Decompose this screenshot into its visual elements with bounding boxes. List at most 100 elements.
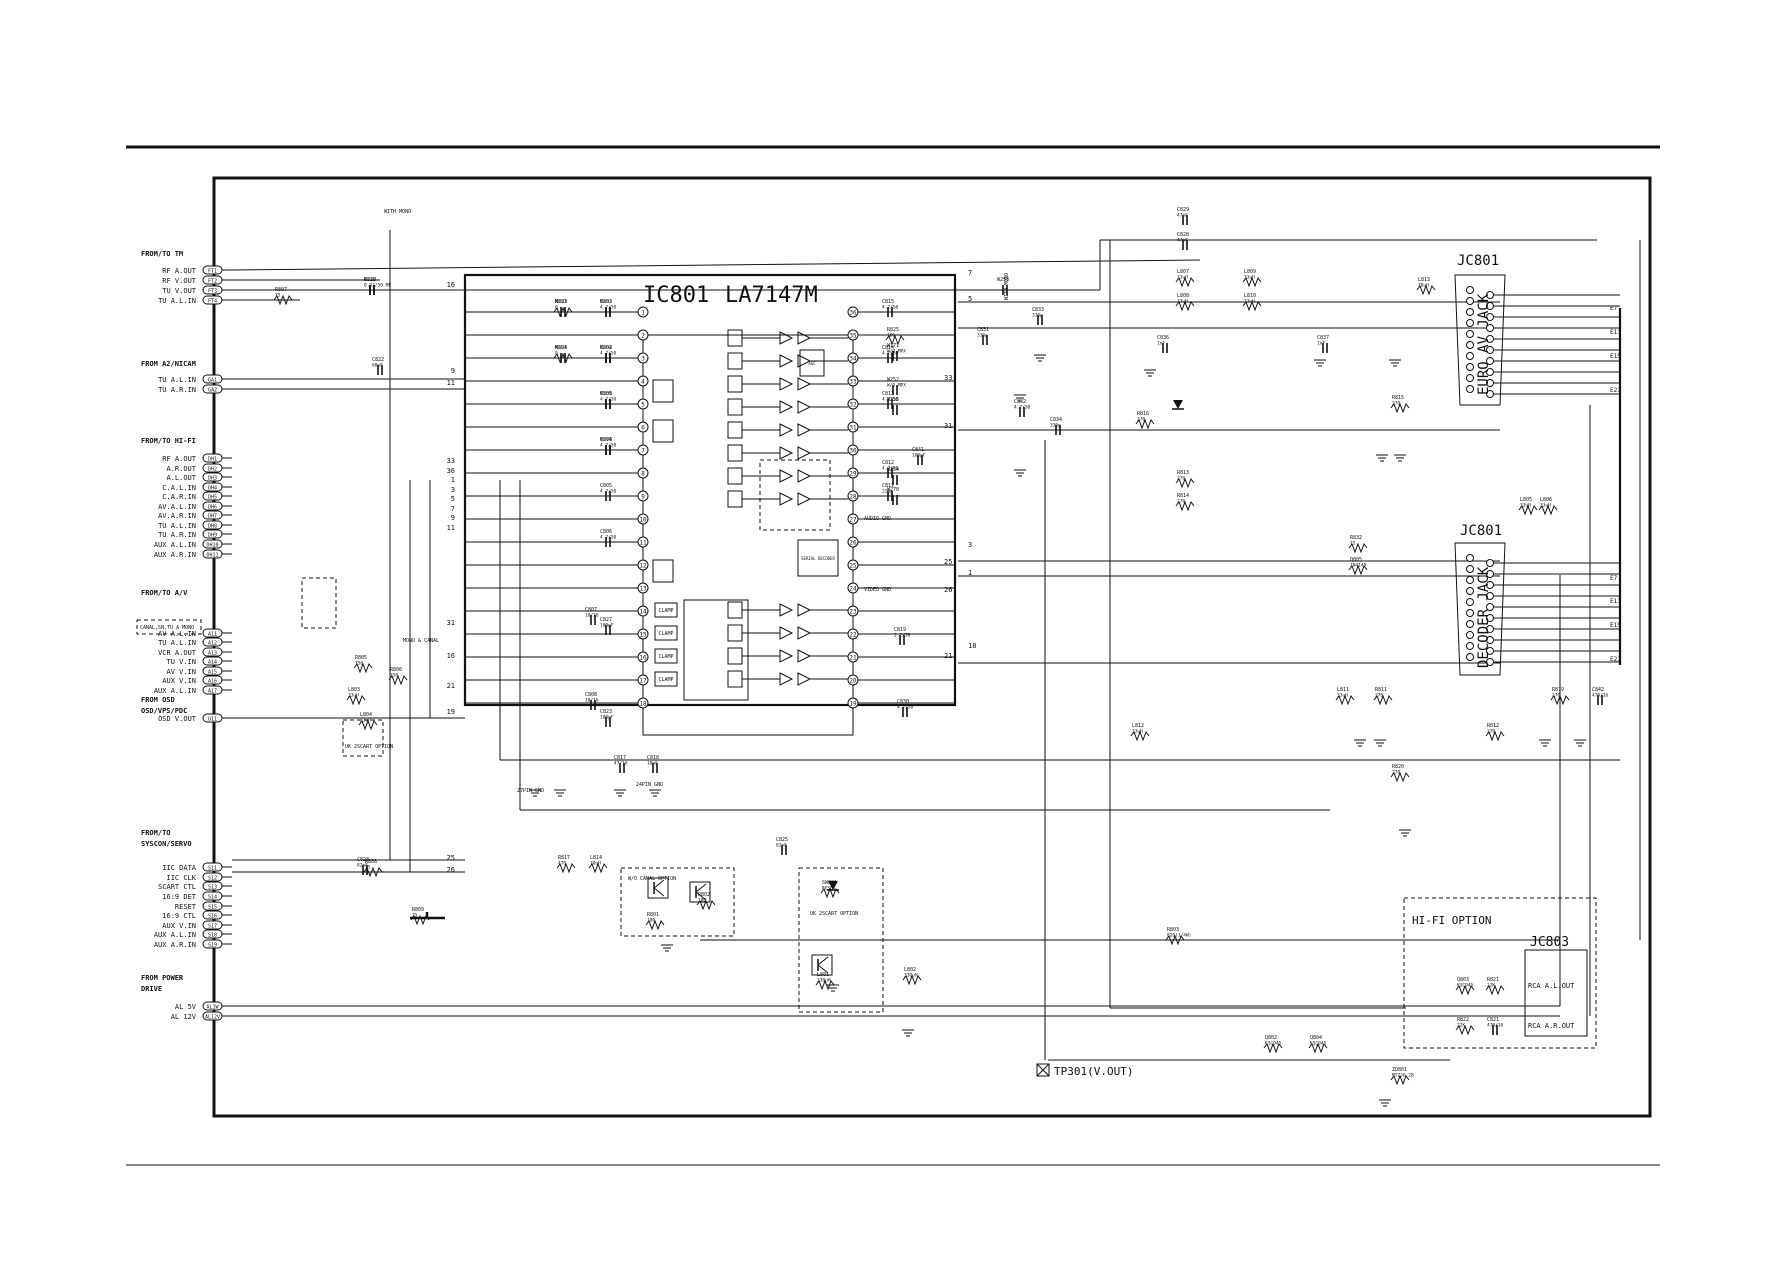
part-ref: R819	[1552, 687, 1564, 693]
part-value: 220p	[882, 489, 893, 495]
jack-pin	[1486, 357, 1494, 365]
resistor-zigzag	[1390, 402, 1410, 414]
part-ref: C841	[912, 447, 924, 453]
pin-id: DH10	[206, 543, 218, 549]
group-title: FROM A2/NICAM	[141, 360, 196, 368]
agc-block	[799, 349, 825, 377]
ic801-part: LA7147M	[725, 283, 818, 308]
pin-id: S13	[208, 885, 217, 891]
ic-pin-number: 4	[641, 379, 645, 386]
pin27-gnd-note: 27PIN GND	[517, 788, 544, 794]
ic801-core	[642, 334, 854, 736]
jack-pin	[1486, 614, 1494, 622]
part-ref: R816	[1137, 411, 1149, 417]
clamp-label: CLAMP	[658, 654, 673, 660]
ic-pin-number: 14	[639, 609, 647, 616]
part-value: 470/10	[1487, 1023, 1504, 1029]
part-value: W/O MPX	[887, 383, 906, 389]
tp301-label: TP301(V.OUT)	[1054, 1065, 1133, 1078]
jack-pin	[1486, 603, 1494, 611]
part-ref: C831	[977, 327, 989, 333]
part-ref: C842	[1592, 687, 1604, 693]
ic-pin-number: 1	[641, 310, 645, 317]
jack-pin	[1466, 352, 1474, 360]
transistor	[689, 881, 711, 903]
pin-label: TU A.L.IN	[158, 297, 196, 305]
jack-pin	[1486, 636, 1494, 644]
pin-label: IIC CLK	[166, 874, 196, 882]
uk-2scart-text-left: UK 2SCART OPTION	[345, 744, 393, 750]
resistor-zigzag	[363, 866, 383, 878]
part-ref: C819	[894, 627, 906, 633]
audio-gnd-note: AUDIO GND	[864, 516, 891, 522]
jc803-out-r: RCA A.R.OUT	[1528, 1022, 1575, 1030]
jack-pin	[1466, 297, 1474, 305]
jack-pin	[1486, 559, 1494, 567]
ic-pin-number: 10	[639, 517, 647, 524]
part-ref: Q802	[1265, 1035, 1277, 1041]
group-title: FROM/TO HI-FI	[141, 437, 196, 445]
pin-id: A12	[208, 641, 217, 647]
net-number: 18	[968, 642, 976, 650]
pin-label: C.A.L.IN	[162, 484, 196, 492]
pin-label: AUX A.L.IN	[154, 541, 196, 549]
part-ref: C835	[364, 277, 376, 283]
net-number: 5	[968, 295, 972, 303]
jack-pin	[1486, 379, 1494, 387]
jack-pin	[1466, 286, 1474, 294]
ic-pin-number: 13	[639, 586, 647, 593]
net-number: 21	[944, 652, 952, 660]
part-ref: R822	[1457, 1017, 1469, 1023]
canal-option-text: CANAL,SN,TU A MONO	[140, 625, 194, 631]
jack-pin	[1486, 346, 1494, 354]
jack-pin	[1466, 609, 1474, 617]
pin-id: S16	[208, 914, 217, 920]
resistor-zigzag	[696, 899, 716, 911]
part-value: 330p	[977, 333, 988, 339]
pin-label: RF V.OUT	[162, 277, 197, 285]
part-ref: W254	[887, 467, 899, 473]
serial-decoder-label: SERIAL DECODER	[801, 556, 835, 561]
jack-pin	[1486, 592, 1494, 600]
part-ref: R823	[555, 299, 567, 305]
part-ref: W276	[600, 437, 612, 443]
part-ref: R807	[275, 287, 287, 293]
part-value: 33uH	[1520, 503, 1531, 509]
resistor-zigzag	[885, 334, 905, 346]
pin-label: AUX A.R.IN	[154, 551, 196, 559]
resistor-zigzag	[815, 979, 835, 991]
diode	[828, 881, 838, 890]
net-number: 31	[944, 422, 952, 430]
resistor-zigzag	[902, 974, 922, 986]
clamp-block	[654, 625, 678, 641]
wo-canal-text: W/O CANAL OPTION	[628, 876, 676, 882]
part-ref: R805	[355, 655, 367, 661]
ic-pin-number: 6	[641, 425, 645, 432]
pin24-gnd-note: 24PIN GND	[636, 782, 663, 788]
part-value: 1nF	[1317, 341, 1325, 347]
jack-pin	[1486, 313, 1494, 321]
switch-block	[727, 352, 743, 370]
pin-id: DH11	[206, 553, 218, 559]
part-ref: L814	[590, 855, 602, 861]
net-label: E21	[1610, 387, 1621, 394]
part-ref: W252	[887, 377, 899, 383]
wiring: 1691133361357911311621192526753331312526…	[222, 230, 1641, 1061]
pin-id: O11	[208, 717, 217, 723]
jack-pin	[1486, 324, 1494, 332]
part-value: 100pF	[600, 623, 614, 629]
part-ref: C821	[1487, 1017, 1499, 1023]
part-value: 100pF	[600, 715, 614, 721]
resistor-zigzag	[1550, 694, 1570, 706]
amplifier-triangle	[797, 331, 812, 345]
group-title: FROM OSD	[141, 696, 175, 704]
av-jack-body	[1454, 274, 1506, 406]
net-label: E21	[1610, 656, 1621, 663]
pin-label: AV V.IN	[166, 668, 196, 676]
part-value: RESET	[822, 886, 836, 892]
hifi-option-box: HI-FI OPTION JC803 RCA A.L.OUT RCA A.R.O…	[1403, 897, 1597, 1049]
resistor-zigzag	[273, 294, 293, 306]
pin-label: AV.A.R.IN	[158, 512, 196, 520]
resistor-zigzag	[820, 887, 840, 899]
